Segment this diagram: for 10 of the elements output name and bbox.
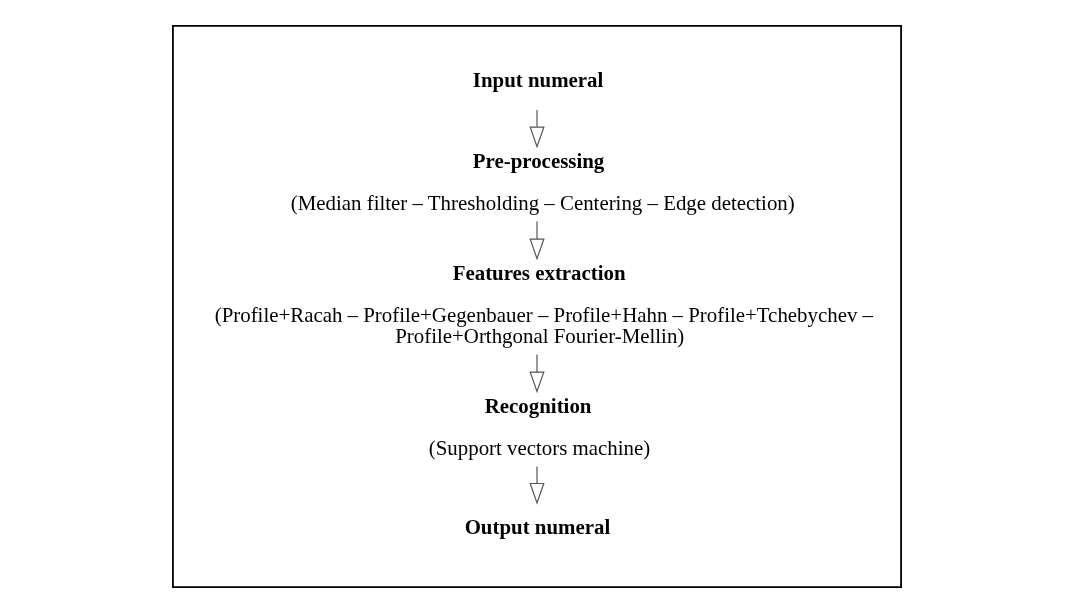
node-text: Recognition (Support vectors machine) xyxy=(428,393,650,460)
node-text: Features extraction (Profile+Racah – Profile+Gegenbauer – Profile+Hahn – Profile+Tchebychev – Profile+Orthgonal Fourier-Mellin) xyxy=(214,260,873,348)
arrow xyxy=(528,220,545,261)
arrow xyxy=(528,109,545,149)
cluster xyxy=(171,25,902,588)
node-text: Pre-processing (Median filter – Thresholding – Centering – Edge detection) xyxy=(290,149,795,215)
arrow xyxy=(528,465,545,505)
node-text: Output numeral xyxy=(464,515,610,540)
node-text: Input numeral xyxy=(472,67,603,92)
arrow xyxy=(528,353,545,394)
